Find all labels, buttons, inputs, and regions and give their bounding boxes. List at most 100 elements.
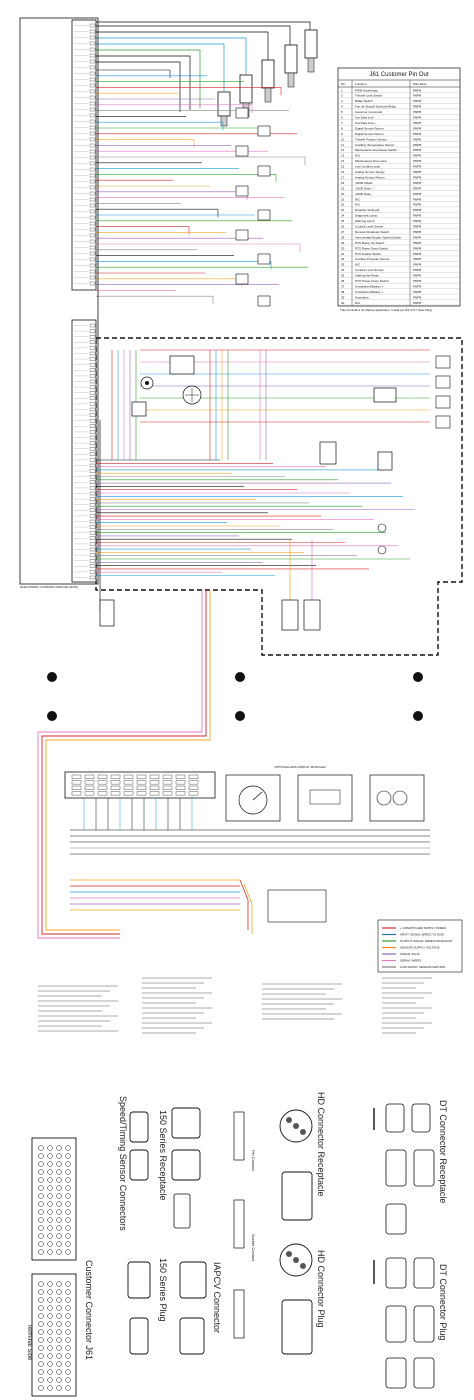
pinout-cell: P8/P8	[413, 192, 422, 196]
j61-pin	[56, 1353, 62, 1359]
ecm-pin	[89, 167, 96, 172]
j61-pin	[47, 1329, 53, 1335]
ecm-pin	[89, 357, 96, 361]
pinout-cell: 39	[341, 295, 345, 299]
j61-pin	[56, 1249, 62, 1255]
customer-pin	[136, 791, 147, 796]
ecm-pin	[89, 125, 96, 130]
pinout-cell: 21	[341, 197, 345, 201]
j61-pin	[38, 1153, 44, 1159]
ecm-pin	[89, 553, 96, 557]
ecm-pin	[89, 233, 96, 238]
ecm-lower-pins	[74, 323, 96, 580]
pinout-cell: 5	[341, 110, 343, 114]
ecm-pin	[89, 173, 96, 178]
pinout-cell: 37	[341, 284, 345, 288]
pinout-cell: P8/P8	[413, 137, 422, 141]
pinout-cell: 7	[341, 121, 343, 125]
ecm-pin	[89, 486, 96, 490]
j61-pin	[47, 1169, 53, 1175]
harness-wire	[45, 590, 211, 931]
j61-pin	[65, 1177, 71, 1183]
j61-pin	[47, 1217, 53, 1223]
ecm-pin	[89, 251, 96, 256]
sensor-connector	[257, 253, 271, 265]
pinout-cell: 18	[341, 181, 345, 185]
ecm-pin	[89, 519, 96, 524]
customer-pin	[149, 780, 160, 785]
injector-3	[261, 59, 275, 103]
ecm-label: ELECTRONIC CONTROL MODULE (ECM)	[20, 585, 78, 589]
j61-pin	[47, 1281, 53, 1287]
ecm-lower-pin-block	[71, 319, 97, 583]
customer-pin	[136, 780, 147, 785]
pinout-cell: P8/P8	[413, 279, 422, 283]
ecm-upper-pins	[74, 23, 96, 286]
pinout-cell: Digital Sensor Return	[355, 126, 384, 130]
customer-pin	[110, 774, 121, 779]
hd-plug-label: HD Connector Plug	[316, 1250, 326, 1328]
ecm-pin	[89, 245, 96, 250]
customer-pin	[71, 774, 82, 779]
pinout-cell: 6	[341, 116, 343, 120]
j61-pin	[65, 1337, 71, 1343]
pinout-cell: P8/P8	[413, 263, 422, 267]
ecm-pin	[89, 497, 96, 501]
pinout-cell: 36	[341, 279, 345, 283]
j61-pin	[65, 1233, 71, 1239]
ecm-upper-pin-block	[71, 19, 97, 291]
pinout-cell: Keyswitch	[355, 295, 369, 299]
j61-pin	[47, 1337, 53, 1343]
pinout-cell: P8/P8	[413, 290, 422, 294]
ecm-pin	[89, 542, 96, 546]
customer-pin	[71, 785, 82, 790]
pinout-cell: 22	[341, 203, 345, 207]
pinout-cell: P8/P8	[413, 219, 422, 223]
customer-pin	[123, 791, 134, 796]
ecm-pin	[89, 239, 96, 244]
customer-pin	[71, 780, 82, 785]
pinout-header-cell: Function	[355, 82, 367, 86]
j61-pin	[38, 1281, 44, 1287]
j61-pin	[65, 1249, 71, 1255]
ecm-pin	[89, 419, 96, 423]
j61-pin	[47, 1145, 53, 1151]
pinout-cell: 32	[341, 257, 345, 261]
j61-pin	[65, 1185, 71, 1191]
pinout-cell: P8/P8	[413, 230, 422, 234]
customer-pin	[149, 791, 160, 796]
customer-pin	[110, 780, 121, 785]
customer-pin	[71, 791, 82, 796]
ecm-pin	[89, 368, 96, 372]
ecm-pin	[89, 363, 96, 367]
legend-item: SIGNAL PLUG	[382, 952, 421, 956]
j61-pin	[65, 1281, 71, 1287]
pinout-cell: P8/P8	[413, 143, 422, 147]
ecm-pin	[89, 53, 96, 58]
ecm-pin	[89, 452, 96, 456]
pinout-cell: P8/P8	[413, 105, 422, 109]
j61-pin	[56, 1329, 62, 1335]
ecm-pin	[89, 346, 96, 350]
remote-connector	[99, 599, 115, 627]
ecm-pin	[89, 203, 96, 208]
ecm-pin	[89, 143, 96, 148]
terminal-side-label: Terminal Side	[26, 1324, 32, 1361]
pinout-cell: 35	[341, 274, 345, 278]
j61-pin	[65, 1345, 71, 1351]
j61-pin	[38, 1249, 44, 1255]
pinout-cell: Auxiliary Temperature Sensor	[355, 143, 394, 147]
sensor-connector	[235, 107, 249, 119]
mounting-holes	[47, 672, 423, 721]
ecm-pin	[89, 435, 96, 440]
j61-pin	[38, 1225, 44, 1231]
sensor-connector	[235, 145, 249, 157]
